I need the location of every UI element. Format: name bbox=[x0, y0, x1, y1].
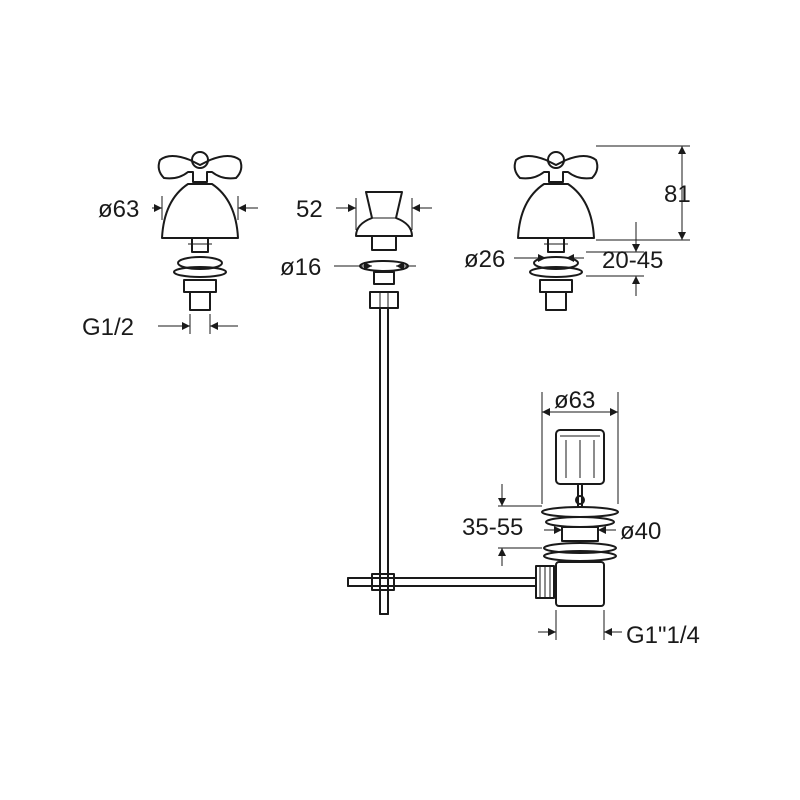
right-tap-height-dimension: 81 bbox=[596, 145, 691, 241]
left-tap-diameter-label: ø63 bbox=[98, 196, 139, 223]
spout-width-label: 52 bbox=[296, 196, 323, 223]
right-tap-range-label: 20-45 bbox=[602, 247, 663, 274]
waste-top-diameter-label: ø63 bbox=[554, 387, 595, 414]
waste-top-diameter-dimension: ø63 bbox=[541, 387, 619, 504]
left-tap-thread-label: G1/2 bbox=[82, 314, 134, 341]
waste-range-dimension: 35-55 bbox=[462, 484, 542, 566]
waste-thread-label: G1"1/4 bbox=[626, 622, 700, 649]
spout-diameter-dimension: ø16 bbox=[280, 254, 416, 281]
waste-thread-dimension: G1"1/4 bbox=[538, 610, 700, 649]
spout-width-dimension: 52 bbox=[296, 196, 432, 230]
linkage-rod bbox=[347, 573, 537, 591]
right-tap-diameter-label: ø26 bbox=[464, 246, 505, 273]
left-tap-diameter-dimension: ø63 bbox=[98, 196, 258, 223]
waste-diameter-label: ø40 bbox=[620, 518, 661, 545]
spout-control bbox=[355, 191, 413, 615]
waste-range-label: 35-55 bbox=[462, 514, 523, 541]
right-tap-range-dimension: 20-45 bbox=[586, 222, 663, 296]
spout-diameter-label: ø16 bbox=[280, 254, 321, 281]
left-tap bbox=[157, 151, 243, 311]
right-tap-height-label: 81 bbox=[664, 181, 691, 208]
right-tap bbox=[513, 151, 599, 311]
pop-up-waste bbox=[535, 429, 619, 607]
left-tap-thread-dimension: G1/2 bbox=[82, 314, 238, 341]
waste-diameter-dimension: ø40 bbox=[544, 518, 661, 545]
right-tap-diameter-dimension: ø26 bbox=[464, 246, 584, 273]
